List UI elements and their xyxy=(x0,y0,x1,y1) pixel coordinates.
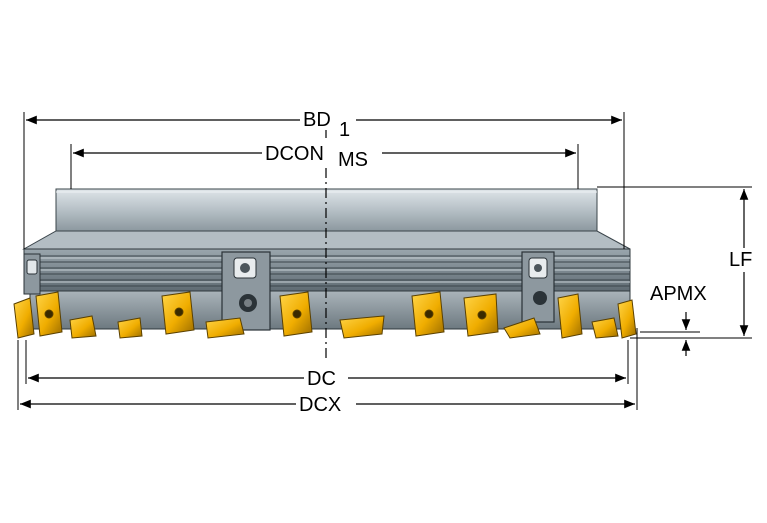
insert-4 xyxy=(117,317,143,339)
label-dcon-subscript: MS xyxy=(338,149,368,171)
label-dcx: DCX xyxy=(299,394,341,416)
clamp-block-left xyxy=(221,251,271,331)
cutter-body xyxy=(13,188,637,339)
clamp-block-edge-left xyxy=(23,253,41,295)
extension-lines xyxy=(17,112,752,410)
insert-8 xyxy=(339,315,385,339)
insert-13 xyxy=(591,317,619,339)
insert-11 xyxy=(503,317,541,339)
insert-1 xyxy=(13,297,35,339)
insert-3 xyxy=(69,315,97,339)
label-bd-subscript: 1 xyxy=(339,119,350,141)
clamp-block-right xyxy=(521,251,555,323)
shoulder-section xyxy=(22,230,631,250)
label-apmx: APMX xyxy=(650,283,707,305)
cutting-inserts xyxy=(13,291,637,339)
label-dcon: DCON xyxy=(265,143,324,165)
label-lf: LF xyxy=(729,249,752,271)
insert-6 xyxy=(205,317,245,339)
label-dc: DC xyxy=(307,368,336,390)
insert-14 xyxy=(617,299,637,339)
insert-12 xyxy=(557,293,583,339)
label-bd: BD xyxy=(303,109,331,131)
